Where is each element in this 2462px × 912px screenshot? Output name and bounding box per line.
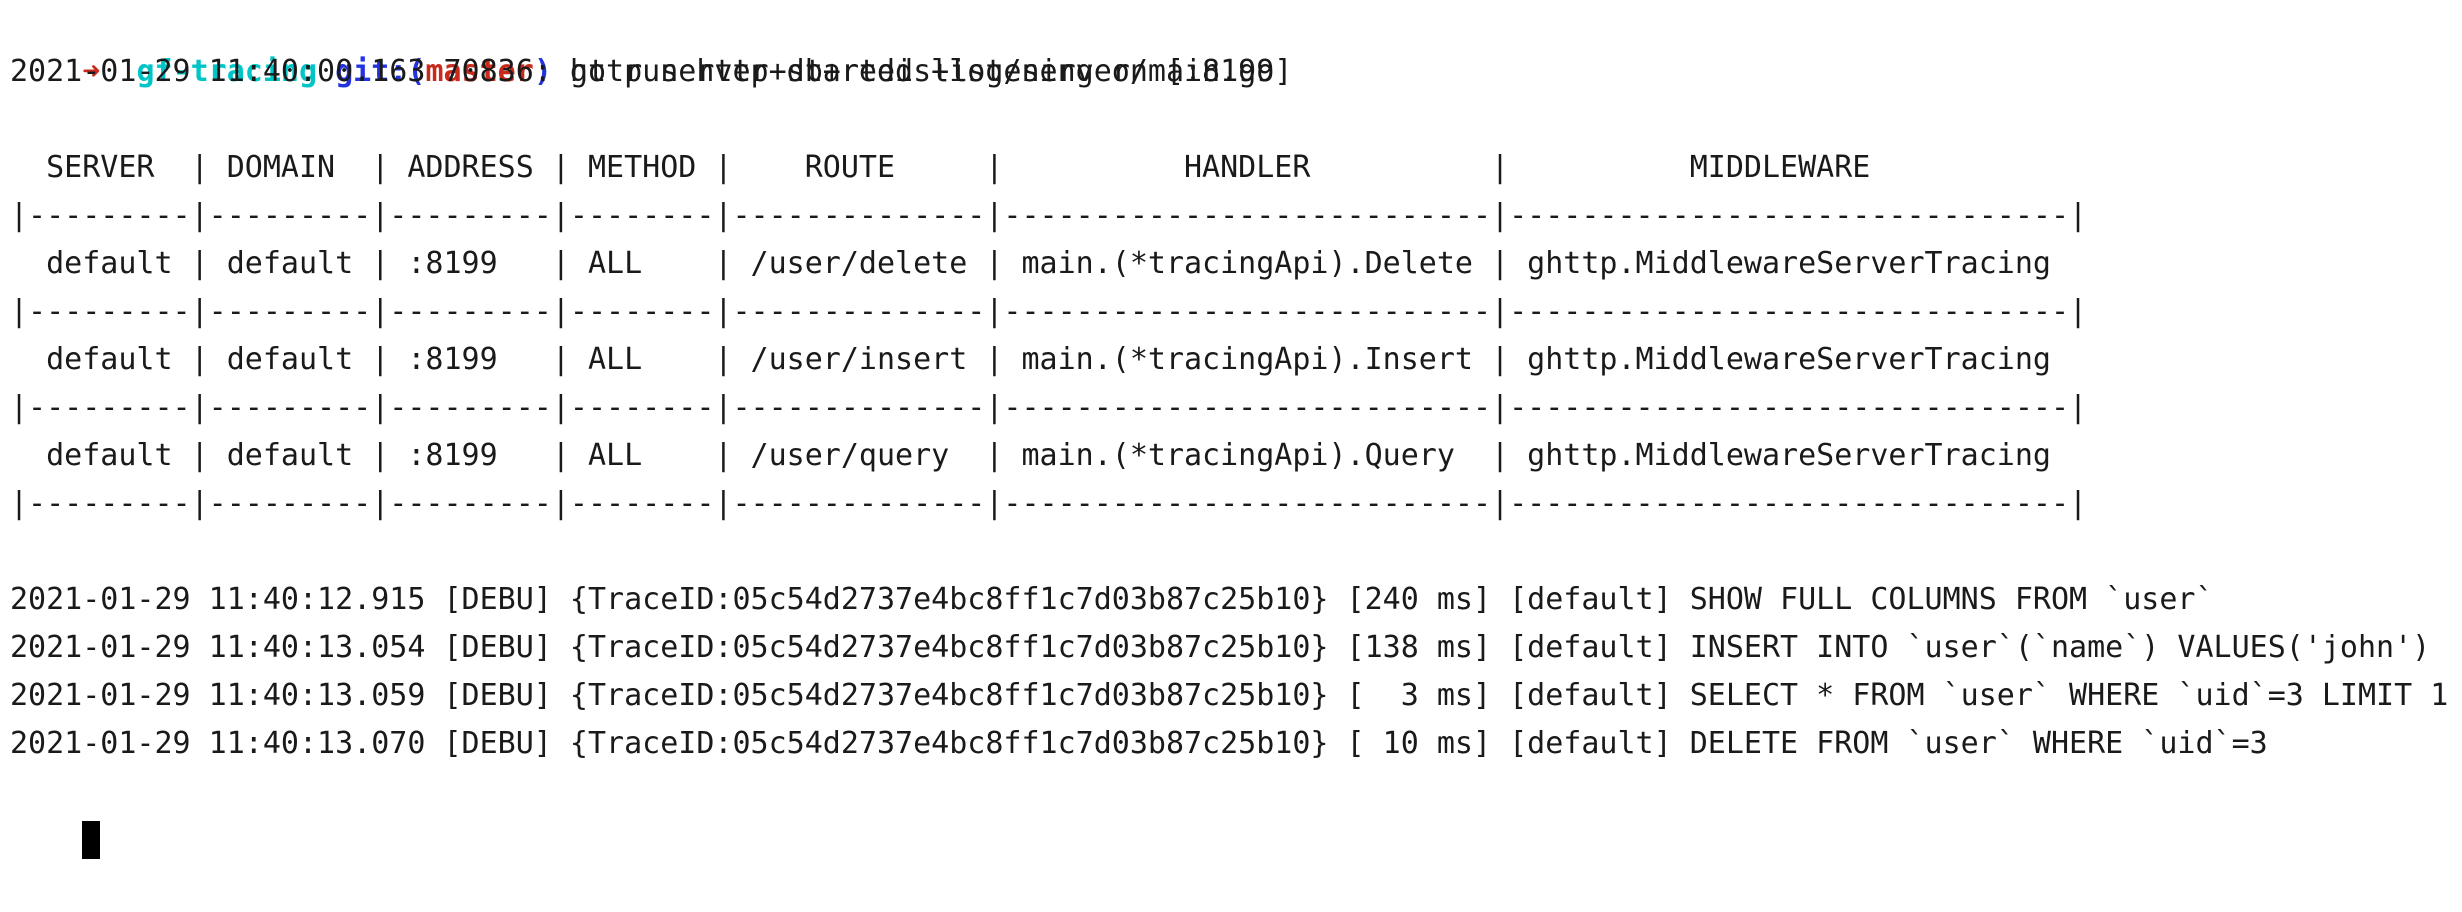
terminal-cursor (82, 821, 101, 859)
cursor-line (10, 768, 2462, 859)
route-table-row: default | default | :8199 | ALL | /user/… (10, 438, 2051, 473)
server-start-log: 2021-01-29 11:40:00.163 70836: http serv… (10, 54, 1293, 89)
git-branch: master (425, 54, 534, 89)
route-table-header: SERVER | DOMAIN | ADDRESS | METHOD | ROU… (10, 150, 1871, 185)
shell-command: go run http+db+redis+log/server/main.go (551, 54, 1275, 89)
blank-line (10, 96, 2462, 144)
sql-log-line: 2021-01-29 11:40:13.054 [DEBU] {TraceID:… (10, 630, 2431, 665)
route-table-row: default | default | :8199 | ALL | /user/… (10, 342, 2051, 377)
git-prefix: git:( (317, 54, 426, 89)
route-table-separator: |---------|---------|---------|--------|… (10, 486, 2088, 521)
route-table-separator: |---------|---------|---------|--------|… (10, 294, 2088, 329)
prompt-arrow: ➜ (82, 54, 101, 89)
shell-prompt-line: ➜ gf-tracing git:(master) go run http+db… (10, 0, 2462, 89)
route-table-separator: |---------|---------|---------|--------|… (10, 198, 2088, 233)
route-table-row: default | default | :8199 | ALL | /user/… (10, 246, 2051, 281)
terminal-window[interactable]: ➜ gf-tracing git:(master) go run http+db… (0, 0, 2462, 859)
git-suffix: ) (533, 54, 552, 89)
sql-log-line: 2021-01-29 11:40:12.915 [DEBU] {TraceID:… (10, 582, 2214, 617)
sql-log-line: 2021-01-29 11:40:13.059 [DEBU] {TraceID:… (10, 678, 2449, 713)
prompt-directory: gf-tracing (136, 54, 318, 89)
sql-log-line: 2021-01-29 11:40:13.070 [DEBU] {TraceID:… (10, 726, 2268, 761)
blank-line (10, 528, 2462, 576)
route-table-separator: |---------|---------|---------|--------|… (10, 390, 2088, 425)
